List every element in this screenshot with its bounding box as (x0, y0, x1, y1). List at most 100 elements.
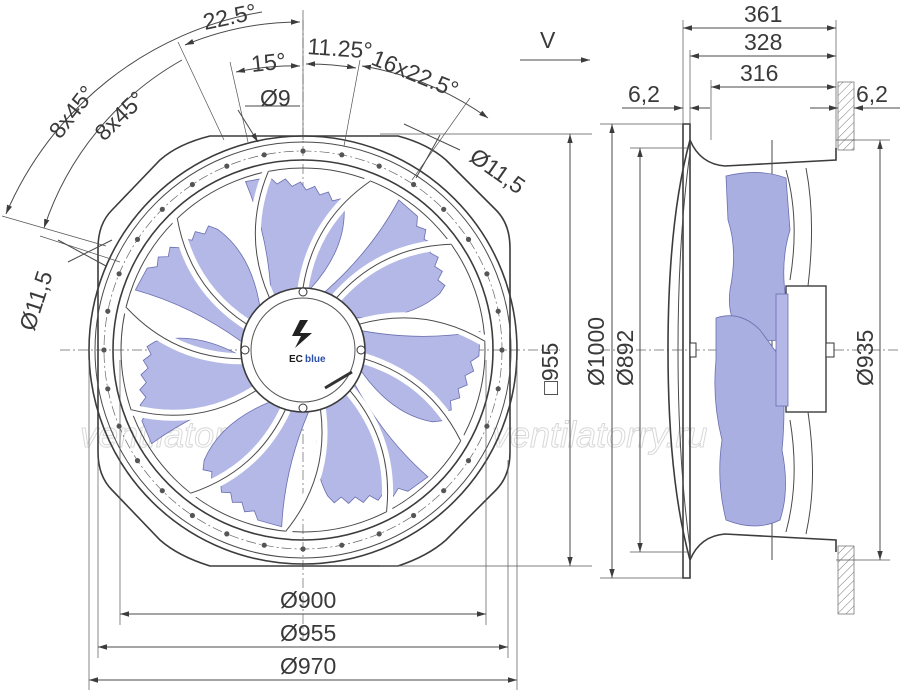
bolt-hole (116, 271, 122, 277)
side-flange (682, 123, 691, 579)
guard-spoke (359, 317, 486, 342)
bolt-hole (224, 163, 230, 169)
motor-body (785, 285, 827, 413)
hub-screw-left (240, 345, 250, 355)
bolt-hole (441, 488, 447, 494)
bolt-hole (116, 423, 122, 429)
bolt-hole (484, 423, 490, 429)
angle-arc-16x22-5 (361, 64, 489, 119)
angle-label-15: 15° (250, 47, 287, 76)
hub-cable-gland (324, 370, 353, 390)
bolt-hole (339, 152, 345, 158)
guard-spoke (285, 409, 323, 532)
strut-upper (785, 169, 795, 281)
leader-15 (229, 61, 249, 143)
dim-label-970: Ø970 (280, 653, 336, 679)
angle-label-11-25: 11.25° (307, 33, 374, 63)
guard-spoke (190, 409, 286, 494)
hole-11-5-left-leader (57, 239, 107, 267)
angle-label-8x45-outer: 8x45° (43, 81, 100, 144)
dim-label-361: 361 (744, 1, 782, 27)
ring-955 (94, 141, 512, 559)
wall-hatch-bottom (837, 545, 855, 615)
logo-blue: blue (305, 354, 326, 365)
hole-label-11-5-left: Ø11,5 (14, 268, 58, 334)
strut-lower-2 (805, 411, 814, 535)
view-label: V (540, 27, 556, 53)
hole-label-9: Ø9 (260, 85, 291, 111)
inlet-nozzle-inner (677, 151, 691, 549)
hub-inner (250, 297, 356, 403)
bolt-hole (495, 386, 501, 392)
bolt-hole (224, 531, 230, 537)
guard-spokes (122, 169, 488, 535)
dim-label-900: Ø900 (280, 587, 336, 613)
hub-screw-right (356, 345, 366, 355)
guard-spoke (349, 390, 389, 512)
angle-label-16x22-5: 16x22.5° (368, 45, 462, 103)
strut-upper-2 (805, 167, 813, 287)
bolt-hole (339, 542, 345, 548)
guard-spoke (125, 306, 242, 360)
leader-16x22-5 (411, 97, 471, 181)
watermark-right: ventilatorry.ru (492, 414, 707, 455)
bolt-hole (300, 148, 306, 154)
leader-8x45-outer (1, 215, 107, 247)
shroud-bottom (689, 533, 837, 561)
square-plate (97, 135, 511, 567)
angle-arc-22-5 (184, 19, 301, 46)
strut-lower (785, 419, 795, 533)
hole-9-leader (237, 109, 259, 143)
leader-8x45-middle (39, 235, 121, 263)
guard-spoke (130, 390, 257, 416)
bolt-hole (101, 347, 107, 353)
bolt-hole (484, 271, 490, 277)
bolt-hole (105, 308, 111, 314)
view-marker: V (520, 27, 590, 63)
angle-label-8x45-inner: 8x45° (89, 86, 150, 146)
bolt-hole (134, 458, 141, 464)
ecblue-logo-icon (292, 320, 312, 348)
ring-900 (120, 167, 486, 533)
bolt-hole (159, 206, 165, 212)
dim-label-6-2-right: 6,2 (856, 81, 888, 107)
dim-label-328: 328 (744, 29, 782, 55)
guard-spoke (254, 171, 270, 299)
hole-11-5-right-leader (403, 123, 461, 151)
bolt-hole (411, 512, 417, 519)
bolt-hole (134, 236, 141, 242)
hub-screw-bottom (298, 403, 308, 413)
guard-spoke (176, 218, 247, 325)
side-view: 361 328 316 6,2 6,2 Ø1000 Ø892 Ø935 (583, 1, 900, 615)
hole-11-5-right-leader-2 (415, 134, 441, 179)
angle-arc-15 (235, 63, 301, 73)
bolt-hole (411, 181, 417, 188)
impeller-blade (244, 176, 345, 298)
bolt-hole (376, 163, 382, 169)
inlet-nozzle-outer (667, 139, 691, 561)
dim-label-935: Ø935 (852, 330, 878, 386)
angle-arc-11-25 (305, 61, 357, 70)
bolt-hole (189, 181, 195, 188)
bolt-hole (261, 542, 267, 548)
bolt-hole (495, 308, 501, 314)
hub-screw-top (298, 287, 308, 297)
bolt-hole (441, 206, 447, 212)
dim-label-955: Ø955 (280, 620, 336, 646)
motor-shaft (825, 342, 835, 358)
bolt-hole (159, 488, 165, 494)
bolt-hole (376, 531, 382, 537)
wall-hatch-top (837, 81, 855, 151)
dim-label-1000: Ø1000 (583, 317, 609, 386)
impeller-blade (360, 330, 481, 423)
shroud-top (689, 139, 837, 167)
dim-label-892: Ø892 (612, 330, 638, 386)
bolt-hole (465, 458, 472, 464)
angle-label-22-5: 22.5° (201, 0, 259, 35)
side-blade-lower (714, 315, 786, 527)
leader-11-25 (343, 59, 361, 147)
guard-spoke (336, 243, 452, 299)
square-label: □955 (537, 343, 563, 395)
bolt-hole (189, 512, 195, 519)
guard-spoke (364, 358, 462, 442)
